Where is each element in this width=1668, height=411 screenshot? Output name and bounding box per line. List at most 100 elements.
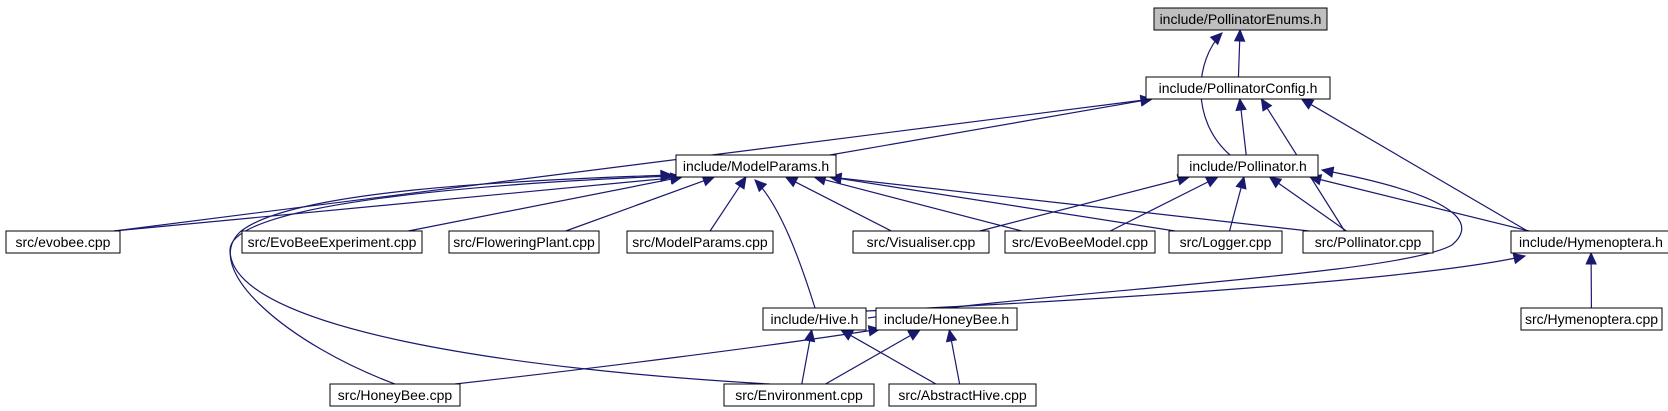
node-hymenoptera-cpp[interactable]: src/Hymenoptera.cpp (1520, 307, 1663, 331)
edge-abstract-hive-cpp-to-hive-h (840, 329, 937, 385)
edge-pollinator-cpp-to-pollinator-h (1268, 176, 1347, 232)
node-label: include/PollinatorEnums.h (1160, 11, 1322, 27)
arrowhead (1204, 176, 1219, 188)
node-box[interactable] (875, 307, 1018, 331)
node-pollinator-cpp[interactable]: src/Pollinator.cpp (1302, 230, 1434, 254)
edge-pollinator-config-to-pollinator-enums (1233, 28, 1246, 78)
node-box[interactable] (762, 307, 867, 331)
node-box[interactable] (329, 383, 461, 407)
arrowhead (840, 329, 854, 341)
edge-line (823, 178, 1022, 232)
edge-line (849, 334, 937, 385)
node-hive-h[interactable]: include/Hive.h (762, 307, 867, 331)
node-box[interactable] (1510, 230, 1668, 254)
edge-evobee-cpp-to-model-params-h (113, 172, 684, 232)
node-label: src/FloweringPlant.cpp (453, 234, 595, 250)
node-box[interactable] (1520, 307, 1663, 331)
node-label: include/Pollinator.h (1189, 158, 1307, 174)
edge-line (229, 175, 771, 385)
edge-model-params-cpp-to-model-params-h (709, 175, 747, 232)
arrowhead (1235, 175, 1247, 190)
node-box[interactable] (626, 230, 774, 254)
edge-evobee-model-cpp-to-model-params-h (813, 174, 1022, 232)
edge-line (1228, 186, 1242, 232)
edge-line (1237, 39, 1241, 78)
edge-line (1240, 108, 1247, 156)
edge-line (754, 179, 816, 309)
node-honeybee-h[interactable]: include/HoneyBee.h (875, 307, 1018, 331)
node-environment-cpp[interactable]: src/Environment.cpp (723, 383, 875, 407)
node-label: src/Logger.cpp (1180, 234, 1272, 250)
edge-environment-cpp-to-honeybee-h (825, 329, 921, 385)
arrowhead (1233, 28, 1246, 42)
node-label: src/EvoBeeModel.cpp (1012, 234, 1148, 250)
node-label: src/Hymenoptera.cpp (1525, 311, 1658, 327)
edge-line (825, 334, 912, 385)
node-label: src/AbstractHive.cpp (898, 387, 1027, 403)
edge-abstract-hive-cpp-to-honeybee-h (945, 328, 961, 385)
arrowhead (1320, 166, 1335, 178)
node-label: include/Hymenoptera.h (1519, 234, 1663, 250)
node-abstract-hive-cpp[interactable]: src/AbstractHive.cpp (888, 383, 1037, 407)
edge-evobee-model-cpp-to-pollinator-h (1109, 176, 1219, 232)
edge-line (454, 328, 881, 385)
node-box[interactable] (1145, 76, 1331, 100)
arrowhead (1300, 98, 1315, 110)
node-box[interactable] (5, 230, 121, 254)
node-pollinator-enums[interactable]: include/PollinatorEnums.h (1153, 7, 1328, 31)
node-evobee-cpp[interactable]: src/evobee.cpp (5, 230, 121, 254)
edge-line (113, 99, 1143, 232)
node-model-params-cpp[interactable]: src/ModelParams.cpp (626, 230, 774, 254)
edge-logger-cpp-to-pollinator-h (1228, 175, 1247, 232)
node-box[interactable] (241, 230, 423, 254)
arrowhead (1512, 252, 1527, 265)
node-box[interactable] (448, 230, 600, 254)
node-box[interactable] (1177, 154, 1319, 178)
arrowhead (907, 329, 921, 341)
node-label: src/ModelParams.cpp (632, 234, 768, 250)
edge-line (829, 100, 1143, 156)
arrowhead (1585, 251, 1597, 265)
node-model-params-h[interactable]: include/ModelParams.h (675, 154, 837, 178)
arrowhead (1209, 32, 1223, 46)
edge-visualiser-cpp-to-pollinator-h (979, 174, 1191, 232)
edge-line (979, 178, 1180, 232)
arrowhead (945, 328, 958, 343)
node-hymenoptera-h[interactable]: include/Hymenoptera.h (1510, 230, 1668, 254)
node-box[interactable] (1302, 230, 1434, 254)
node-label: src/EvoBeeExperiment.cpp (248, 234, 417, 250)
node-label: src/evobee.cpp (16, 234, 111, 250)
arrowhead (1260, 97, 1273, 112)
edge-flowering-plant-cpp-to-model-params-h (565, 175, 716, 232)
edge-line (1277, 182, 1347, 232)
node-logger-cpp[interactable]: src/Logger.cpp (1168, 230, 1283, 254)
node-visualiser-cpp[interactable]: src/Visualiser.cpp (852, 230, 990, 254)
node-evobee-experiment-cpp[interactable]: src/EvoBeeExperiment.cpp (241, 230, 423, 254)
node-label: src/Environment.cpp (735, 387, 863, 403)
edge-line (229, 174, 673, 385)
arrowhead (1268, 176, 1283, 189)
edge-line (565, 179, 706, 232)
node-evobee-model-cpp[interactable]: src/EvoBeeModel.cpp (1004, 230, 1156, 254)
node-box[interactable] (1153, 7, 1328, 31)
edge-line (1319, 178, 1530, 232)
node-box[interactable] (888, 383, 1037, 407)
node-box[interactable] (852, 230, 990, 254)
node-box[interactable] (675, 154, 837, 178)
node-box[interactable] (1168, 230, 1283, 254)
edge-line (1309, 103, 1528, 232)
node-pollinator-h[interactable]: include/Pollinator.h (1177, 154, 1319, 178)
node-flowering-plant-cpp[interactable]: src/FloweringPlant.cpp (448, 230, 600, 254)
node-label: src/Pollinator.cpp (1315, 234, 1422, 250)
node-box[interactable] (1004, 230, 1156, 254)
edge-hymenoptera-cpp-to-hymenoptera-h (1585, 251, 1597, 309)
arrowhead (660, 170, 674, 183)
node-honeybee-cpp[interactable]: src/HoneyBee.cpp (329, 383, 461, 407)
node-label: include/ModelParams.h (683, 158, 829, 174)
node-pollinator-config[interactable]: include/PollinatorConfig.h (1145, 76, 1331, 100)
edge-environment-cpp-to-model-params-h (229, 170, 771, 385)
arrowhead (1235, 97, 1247, 112)
node-box[interactable] (723, 383, 875, 407)
edge-evobee-cpp-to-pollinator-config (113, 94, 1154, 232)
